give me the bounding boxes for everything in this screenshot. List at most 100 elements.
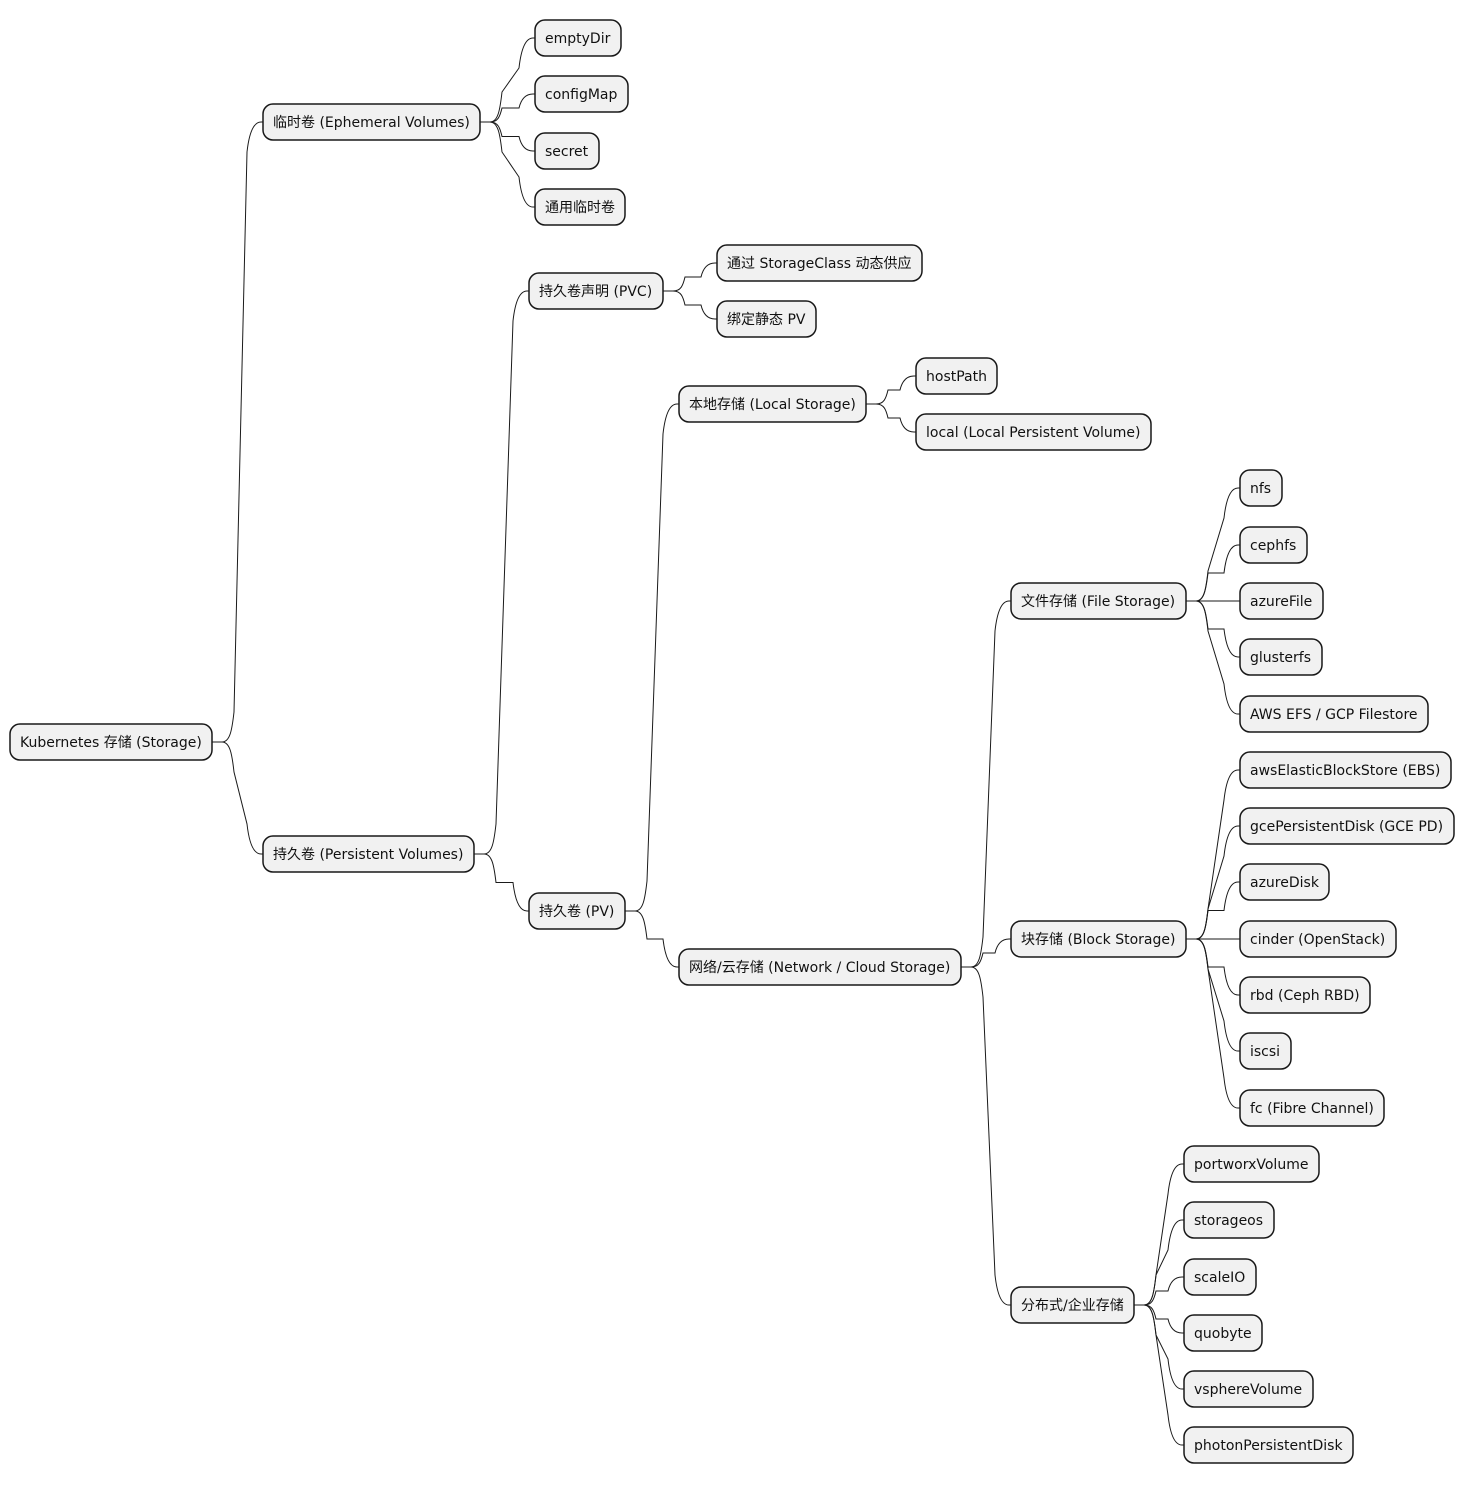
node-rbd: rbd (Ceph RBD) [1239, 976, 1371, 1014]
node-label: fc (Fibre Channel) [1250, 1101, 1374, 1117]
node-box [1239, 469, 1283, 507]
node-storageos: storageos [1183, 1201, 1275, 1239]
node-local-storage: 本地存储 (Local Storage) [678, 385, 867, 423]
node-label: 绑定静态 PV [727, 312, 806, 328]
node-label: secret [545, 144, 589, 160]
node-box [534, 75, 629, 113]
node-box [1239, 695, 1429, 733]
connector-network-cloud-to-block-storage [961, 938, 1011, 968]
connector-block-storage-to-iscsi [1186, 938, 1240, 1052]
node-file-storage: 文件存储 (File Storage) [1010, 582, 1187, 620]
connector-pv-to-network-cloud [625, 910, 679, 968]
node-label: rbd (Ceph RBD) [1250, 988, 1360, 1004]
node-ephemeral: 临时卷 (Ephemeral Volumes) [262, 103, 481, 141]
node-box [1183, 1314, 1263, 1352]
connector-distributed-enterprise-to-portworx [1134, 1163, 1184, 1306]
node-generic-ephemeral: 通用临时卷 [534, 188, 626, 226]
connector-root-to-persistent [212, 741, 263, 855]
node-box [1239, 863, 1330, 901]
node-bind-static: 绑定静态 PV [716, 300, 817, 338]
node-label: cephfs [1250, 538, 1296, 554]
node-label: 网络/云存储 (Network / Cloud Storage) [689, 960, 950, 976]
connector-network-cloud-to-distributed-enterprise [961, 966, 1011, 1306]
node-box [534, 19, 622, 57]
node-box [1239, 526, 1308, 564]
node-label: 本地存储 (Local Storage) [689, 397, 856, 413]
connector-root-to-ephemeral [212, 121, 263, 743]
connector-file-storage-to-cephfs [1186, 544, 1240, 602]
node-iscsi: iscsi [1239, 1032, 1292, 1070]
node-label: nfs [1250, 481, 1271, 497]
node-pvc: 持久卷声明 (PVC) [528, 272, 664, 310]
node-box [1239, 638, 1323, 676]
node-label: 块存储 (Block Storage) [1021, 932, 1175, 948]
node-label: azureFile [1250, 594, 1312, 610]
connector-pvc-to-bind-static [663, 290, 717, 320]
node-box [678, 385, 867, 423]
node-box [1239, 1089, 1385, 1127]
connector-file-storage-to-efs-filestore [1186, 600, 1240, 715]
node-box [1183, 1426, 1354, 1464]
node-box [262, 103, 481, 141]
node-vsphere: vsphereVolume [1183, 1370, 1314, 1408]
node-ebs: awsElasticBlockStore (EBS) [1239, 751, 1452, 789]
node-box [1010, 920, 1187, 958]
node-label: 持久卷声明 (PVC) [539, 284, 652, 300]
node-box [528, 892, 626, 930]
node-box [1239, 582, 1324, 620]
node-scaleio: scaleIO [1183, 1258, 1257, 1296]
node-box [1239, 920, 1397, 958]
node-box [534, 132, 600, 170]
node-dynamic-provision: 通过 StorageClass 动态供应 [716, 244, 923, 282]
connector-local-storage-to-local-pv [866, 403, 916, 433]
connector-ephemeral-to-generic-ephemeral [480, 121, 535, 208]
node-label: cinder (OpenStack) [1250, 932, 1385, 948]
node-gce-pd: gcePersistentDisk (GCE PD) [1239, 807, 1455, 845]
connector-file-storage-to-nfs [1186, 487, 1240, 602]
node-label: photonPersistentDisk [1194, 1438, 1343, 1454]
node-hostpath: hostPath [915, 357, 998, 395]
node-box [9, 723, 213, 761]
node-root: Kubernetes 存储 (Storage) [9, 723, 213, 761]
connector-distributed-enterprise-to-quobyte [1134, 1304, 1184, 1334]
node-box [1183, 1370, 1314, 1408]
node-cinder: cinder (OpenStack) [1239, 920, 1397, 958]
node-quobyte: quobyte [1183, 1314, 1263, 1352]
node-secret: secret [534, 132, 600, 170]
node-portworx: portworxVolume [1183, 1145, 1320, 1183]
node-box [1183, 1201, 1275, 1239]
node-box [1010, 582, 1187, 620]
node-nfs: nfs [1239, 469, 1283, 507]
connector-block-storage-to-azuredisk [1186, 881, 1240, 940]
node-box [915, 357, 998, 395]
node-label: portworxVolume [1194, 1157, 1308, 1173]
node-label: 通过 StorageClass 动态供应 [727, 255, 912, 272]
node-azurefile: azureFile [1239, 582, 1324, 620]
connector-network-cloud-to-file-storage [961, 600, 1011, 968]
node-box [716, 300, 817, 338]
connector-block-storage-to-fc [1186, 938, 1240, 1109]
node-box [1010, 1286, 1135, 1324]
node-label: 持久卷 (PV) [539, 904, 614, 920]
node-box [716, 244, 923, 282]
connector-persistent-to-pv [474, 853, 529, 912]
node-label: emptyDir [545, 31, 611, 47]
connector-persistent-to-pvc [474, 290, 529, 855]
connector-pv-to-local-storage [625, 403, 679, 912]
node-box [678, 948, 962, 986]
node-network-cloud: 网络/云存储 (Network / Cloud Storage) [678, 948, 962, 986]
node-box [262, 835, 475, 873]
node-distributed-enterprise: 分布式/企业存储 [1010, 1286, 1135, 1324]
connector-distributed-enterprise-to-storageos [1134, 1219, 1184, 1306]
node-label: gcePersistentDisk (GCE PD) [1250, 819, 1443, 835]
node-label: quobyte [1194, 1326, 1252, 1342]
connector-distributed-enterprise-to-scaleio [1134, 1276, 1184, 1306]
node-pv: 持久卷 (PV) [528, 892, 626, 930]
node-efs-filestore: AWS EFS / GCP Filestore [1239, 695, 1429, 733]
mindmap-nodes: Kubernetes 存储 (Storage) 临时卷 (Ephemeral Vo… [9, 19, 1455, 1464]
node-label: AWS EFS / GCP Filestore [1250, 707, 1418, 723]
connector-ephemeral-to-configmap [480, 93, 535, 123]
node-label: storageos [1194, 1213, 1263, 1229]
node-box [1239, 751, 1452, 789]
